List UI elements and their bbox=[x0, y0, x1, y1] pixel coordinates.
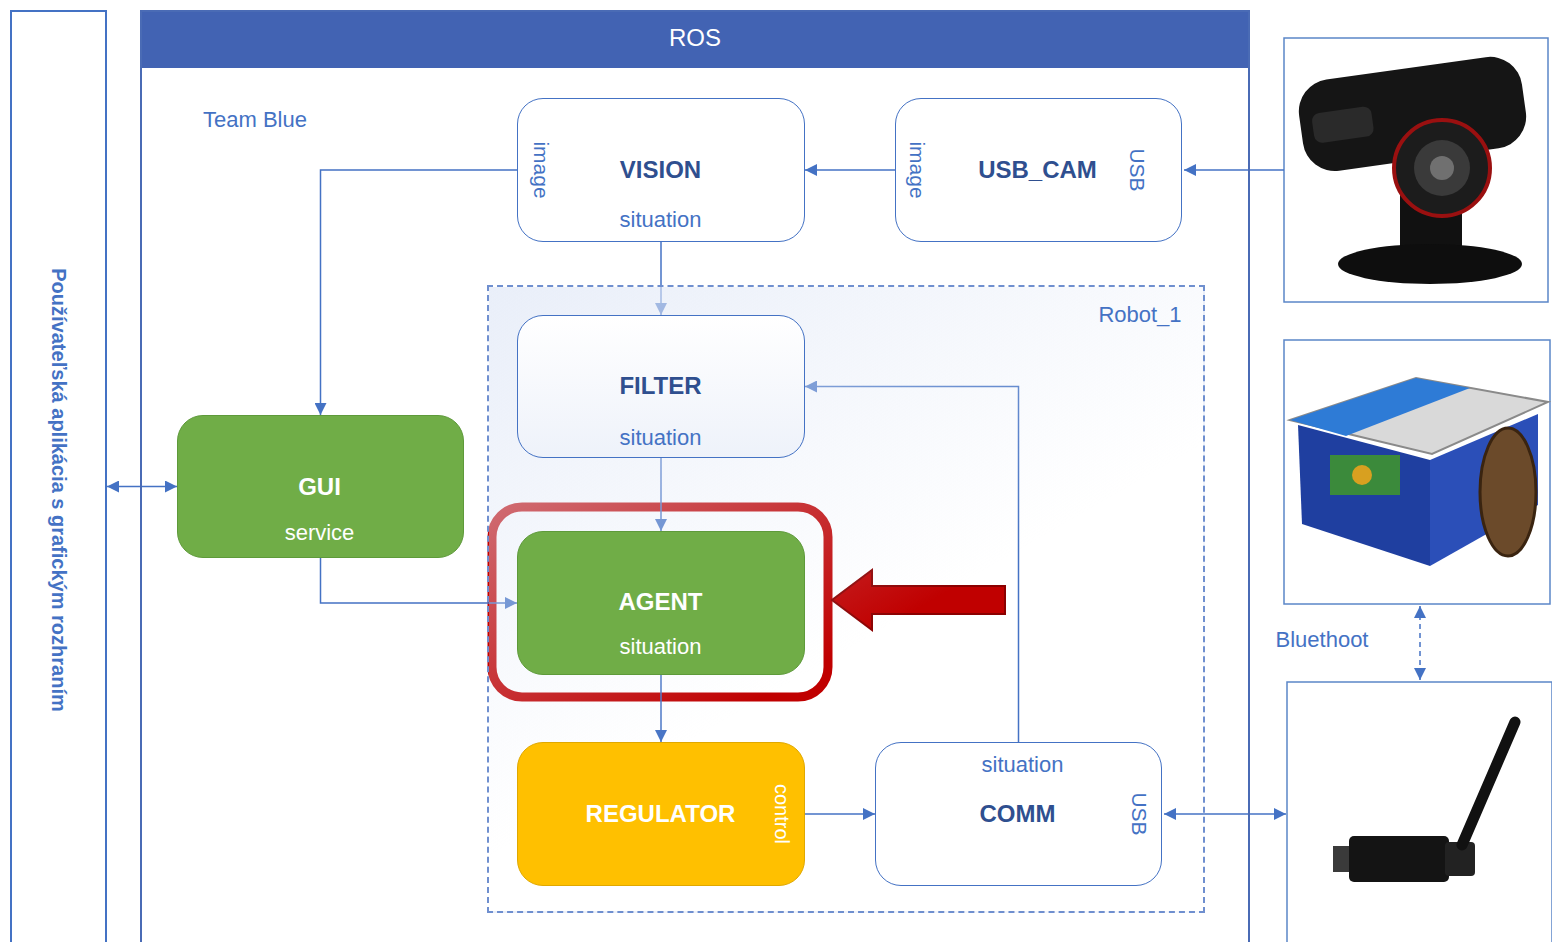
dongle-picture bbox=[1287, 682, 1552, 942]
camera-lens bbox=[1414, 140, 1470, 196]
side-band: Používateľská aplikácia s grafickým rozh… bbox=[10, 10, 107, 942]
connector bbox=[805, 169, 895, 171]
node-title: COMM bbox=[980, 800, 1056, 828]
camera-lens bbox=[1430, 156, 1454, 180]
group-label: Team Blue bbox=[200, 107, 310, 132]
usb-stick bbox=[1349, 836, 1449, 882]
camera-picture bbox=[1284, 38, 1548, 302]
service-box: GUI service bbox=[177, 415, 464, 558]
picture-frame bbox=[1287, 682, 1552, 942]
node-label: situation bbox=[620, 425, 702, 450]
robot-plate bbox=[1290, 378, 1548, 454]
node-title: VISION bbox=[620, 156, 701, 184]
camera-mic bbox=[1311, 106, 1375, 144]
node-label: USB bbox=[1124, 148, 1148, 191]
node-label: USB bbox=[1126, 792, 1150, 835]
regulator-box: REGULATOR control bbox=[517, 742, 805, 886]
usb-plug bbox=[1333, 846, 1351, 872]
node-label: situation bbox=[620, 207, 702, 232]
node-label: service bbox=[285, 520, 355, 545]
antenna bbox=[1462, 722, 1515, 845]
node-title: GUI bbox=[298, 473, 341, 501]
picture-frame bbox=[1284, 340, 1550, 604]
agent-box: AGENT situation bbox=[517, 531, 805, 675]
camera-lens bbox=[1394, 120, 1490, 216]
robot-plate bbox=[1290, 378, 1470, 436]
node-label: situation bbox=[620, 634, 702, 659]
process-box: FILTER situation bbox=[517, 315, 805, 458]
node-title: AGENT bbox=[619, 588, 703, 616]
node-title: FILTER bbox=[619, 372, 701, 400]
robot-group: Robot_1FILTERsituationAGENTsituationREGU… bbox=[487, 285, 1205, 913]
process-box: image USB_CAM USB bbox=[895, 98, 1182, 242]
node-title: REGULATOR bbox=[586, 800, 736, 828]
ros-frame: ROS image VISION situation image USB_CAM USB GU… bbox=[140, 10, 1250, 942]
node-title: Používateľská aplikácia s grafickým rozh… bbox=[47, 268, 70, 711]
highlight-frame bbox=[492, 507, 828, 697]
node-label: image bbox=[904, 141, 928, 198]
camera-base bbox=[1338, 244, 1522, 284]
connector bbox=[107, 486, 177, 488]
process-box: image VISION situation bbox=[517, 98, 805, 242]
robot-wheel bbox=[1480, 428, 1536, 556]
node-label: ROS bbox=[669, 24, 721, 52]
process-box: situationCOMM USB bbox=[875, 742, 1162, 886]
node-title: USB_CAM bbox=[978, 156, 1097, 184]
node-label: control bbox=[769, 783, 792, 843]
robot-picture bbox=[1284, 340, 1550, 604]
robot-board bbox=[1352, 465, 1372, 485]
node-label: situation bbox=[982, 752, 1064, 777]
node-label: image bbox=[528, 141, 552, 198]
group-label: Bluethoot bbox=[1273, 627, 1372, 652]
picture-frame bbox=[1284, 38, 1548, 302]
node-label: Robot_1 bbox=[1098, 302, 1181, 327]
radio-link bbox=[1419, 606, 1421, 680]
usb-wire bbox=[1184, 169, 1284, 171]
robot-board bbox=[1330, 455, 1400, 495]
